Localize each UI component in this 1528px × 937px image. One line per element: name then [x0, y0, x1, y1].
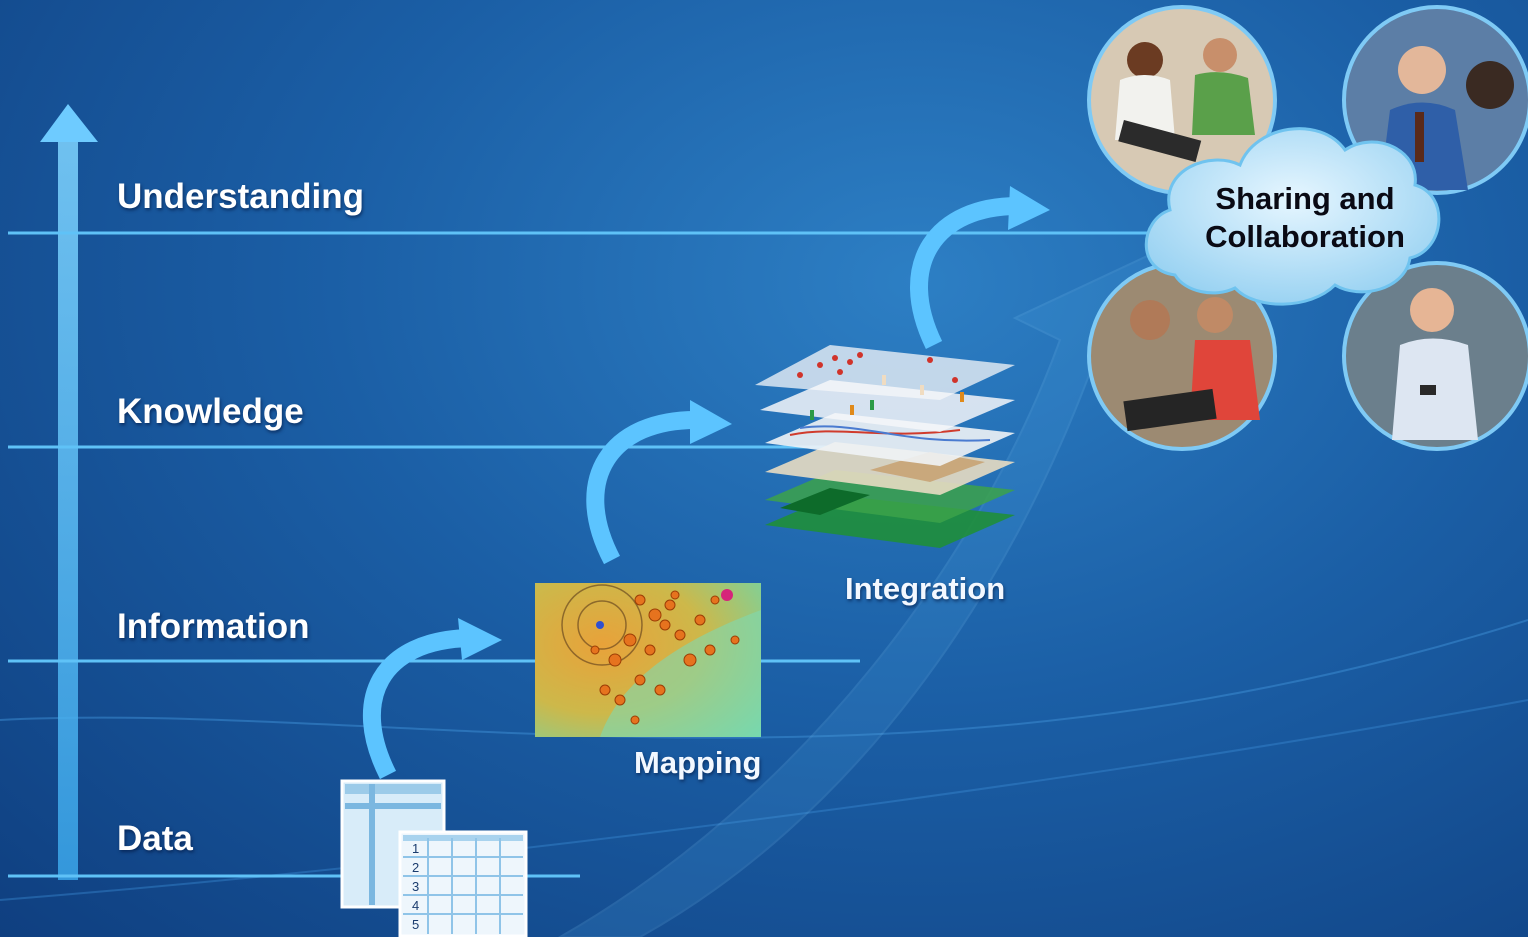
photo-team-meeting [1087, 5, 1277, 195]
row-number: 3 [412, 879, 419, 894]
photo-man-with-phone [1342, 261, 1528, 451]
sharing-cloud [1144, 127, 1441, 306]
level-label-knowledge: Knowledge [117, 392, 304, 431]
data-table-icon: 1 2 3 4 5 [340, 779, 528, 937]
level-label-information: Information [117, 607, 310, 646]
stage-label-mapping: Mapping [634, 745, 762, 780]
level-label-understanding: Understanding [117, 177, 364, 216]
level-label-data: Data [117, 819, 193, 858]
integration-layer-stack [755, 345, 1015, 548]
vertical-axis [58, 140, 78, 880]
curved-arrow-mapping-to-integration [586, 400, 732, 565]
row-number: 5 [412, 917, 419, 932]
swoosh-line [0, 699, 1528, 901]
photo-field-workers [1087, 261, 1277, 451]
curved-arrow-integration-to-sharing [910, 186, 1050, 349]
axis-arrowhead-icon [40, 104, 98, 142]
row-number: 4 [412, 898, 419, 913]
row-number: 2 [412, 860, 419, 875]
sharing-label-line2: Collaboration [1205, 219, 1405, 254]
stage-label-integration: Integration [845, 571, 1006, 606]
hotspot-map-image [535, 583, 761, 737]
stage-label-sharing: Sharing and Collaboration [1185, 180, 1425, 256]
sharing-label-line1: Sharing and [1215, 181, 1395, 216]
row-number: 1 [412, 841, 419, 856]
curved-arrow-data-to-mapping [363, 618, 502, 780]
swoosh-line [0, 619, 1528, 739]
